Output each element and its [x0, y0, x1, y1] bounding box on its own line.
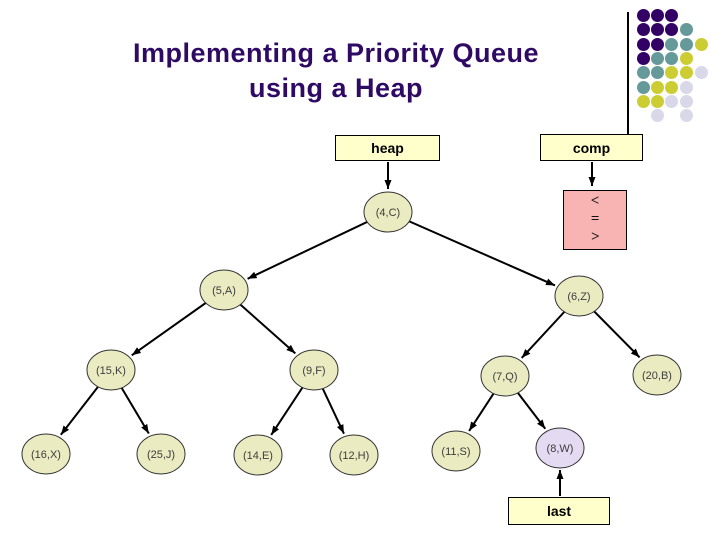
decoration-dot	[650, 22, 664, 36]
heap-node-6Z	[554, 275, 604, 317]
decoration-dot	[636, 51, 650, 65]
decoration-dot	[664, 65, 678, 79]
heap-node-11S	[431, 430, 481, 472]
decoration-dot	[650, 94, 664, 108]
comp-label-box: comp	[540, 134, 643, 161]
heap-node-label-12H: (12,H)	[339, 450, 370, 462]
heap-node-label-14E: (14,E)	[243, 450, 273, 462]
decoration-dot	[679, 80, 693, 94]
last-label-box: last	[508, 497, 610, 525]
heap-node-label-4C: (4,C)	[376, 207, 400, 219]
heap-node-5A	[199, 269, 249, 311]
heap-node-15K	[86, 349, 136, 391]
heap-node-label-6Z: (6,Z)	[567, 291, 590, 303]
heap-node-7Q	[480, 355, 530, 397]
less-than-symbol: <	[590, 193, 600, 209]
decoration-dot	[650, 80, 664, 94]
heap-node-label-9F: (9,F)	[302, 365, 325, 377]
decoration-dot	[679, 65, 693, 79]
decoration-dot	[650, 8, 664, 22]
decoration-dot	[679, 108, 693, 122]
heap-label-box: heap	[335, 135, 440, 161]
decoration-dot	[650, 51, 664, 65]
heap-node-label-8W: (8,W)	[547, 443, 574, 455]
heap-node-16X	[21, 433, 71, 475]
tree-edge-4C-5A	[247, 211, 389, 280]
decoration-dot	[664, 80, 678, 94]
title-line-1: Implementing a Priority Queue	[132, 38, 540, 68]
decoration-dot	[694, 37, 708, 51]
heap-node-label-11S: (11,S)	[441, 446, 470, 458]
tree-edge-4C-6Z	[387, 211, 556, 287]
decoration-dot	[650, 37, 664, 51]
heap-node-9F	[289, 349, 339, 391]
equals-symbol: =	[590, 211, 600, 227]
comparator-box: < = >	[563, 190, 627, 250]
decoration-dot	[664, 8, 678, 22]
heap-node-20B	[632, 354, 682, 396]
heap-node-8W	[535, 427, 585, 469]
decoration-dot	[679, 22, 693, 36]
heap-node-label-16X: (16,X)	[31, 449, 61, 461]
decoration-dot	[694, 65, 708, 79]
heap-node-label-25J: (25,J)	[147, 449, 175, 461]
decoration-dot	[679, 94, 693, 108]
decoration-dot	[650, 65, 664, 79]
heap-node-12H	[329, 434, 379, 476]
decoration-dot	[679, 51, 693, 65]
heap-node-14E	[233, 434, 283, 476]
decoration-dot	[650, 108, 664, 122]
decoration-dot	[679, 37, 693, 51]
title-line-2: using a Heap	[248, 73, 424, 103]
decoration-dot	[636, 94, 650, 108]
decoration-dot	[636, 65, 650, 79]
decoration-dot	[664, 51, 678, 65]
decoration-dot	[636, 80, 650, 94]
heap-node-label-15K: (15,K)	[96, 365, 126, 377]
page-title: Implementing a Priority Queue using a He…	[30, 36, 642, 106]
decoration-dot	[636, 22, 650, 36]
heap-node-4C	[363, 191, 413, 233]
heap-node-label-7Q: (7,Q)	[492, 371, 517, 383]
heap-node-25J	[136, 433, 186, 475]
decoration-vertical-line	[627, 12, 629, 134]
heap-node-label-20B: (20,B)	[642, 370, 672, 382]
greater-than-symbol: >	[590, 229, 600, 245]
decoration-dot	[664, 94, 678, 108]
decoration-dot	[664, 22, 678, 36]
decoration-dot	[636, 37, 650, 51]
heap-node-label-5A: (5,A)	[212, 285, 236, 297]
decoration-dot	[636, 8, 650, 22]
decoration-dot	[664, 37, 678, 51]
